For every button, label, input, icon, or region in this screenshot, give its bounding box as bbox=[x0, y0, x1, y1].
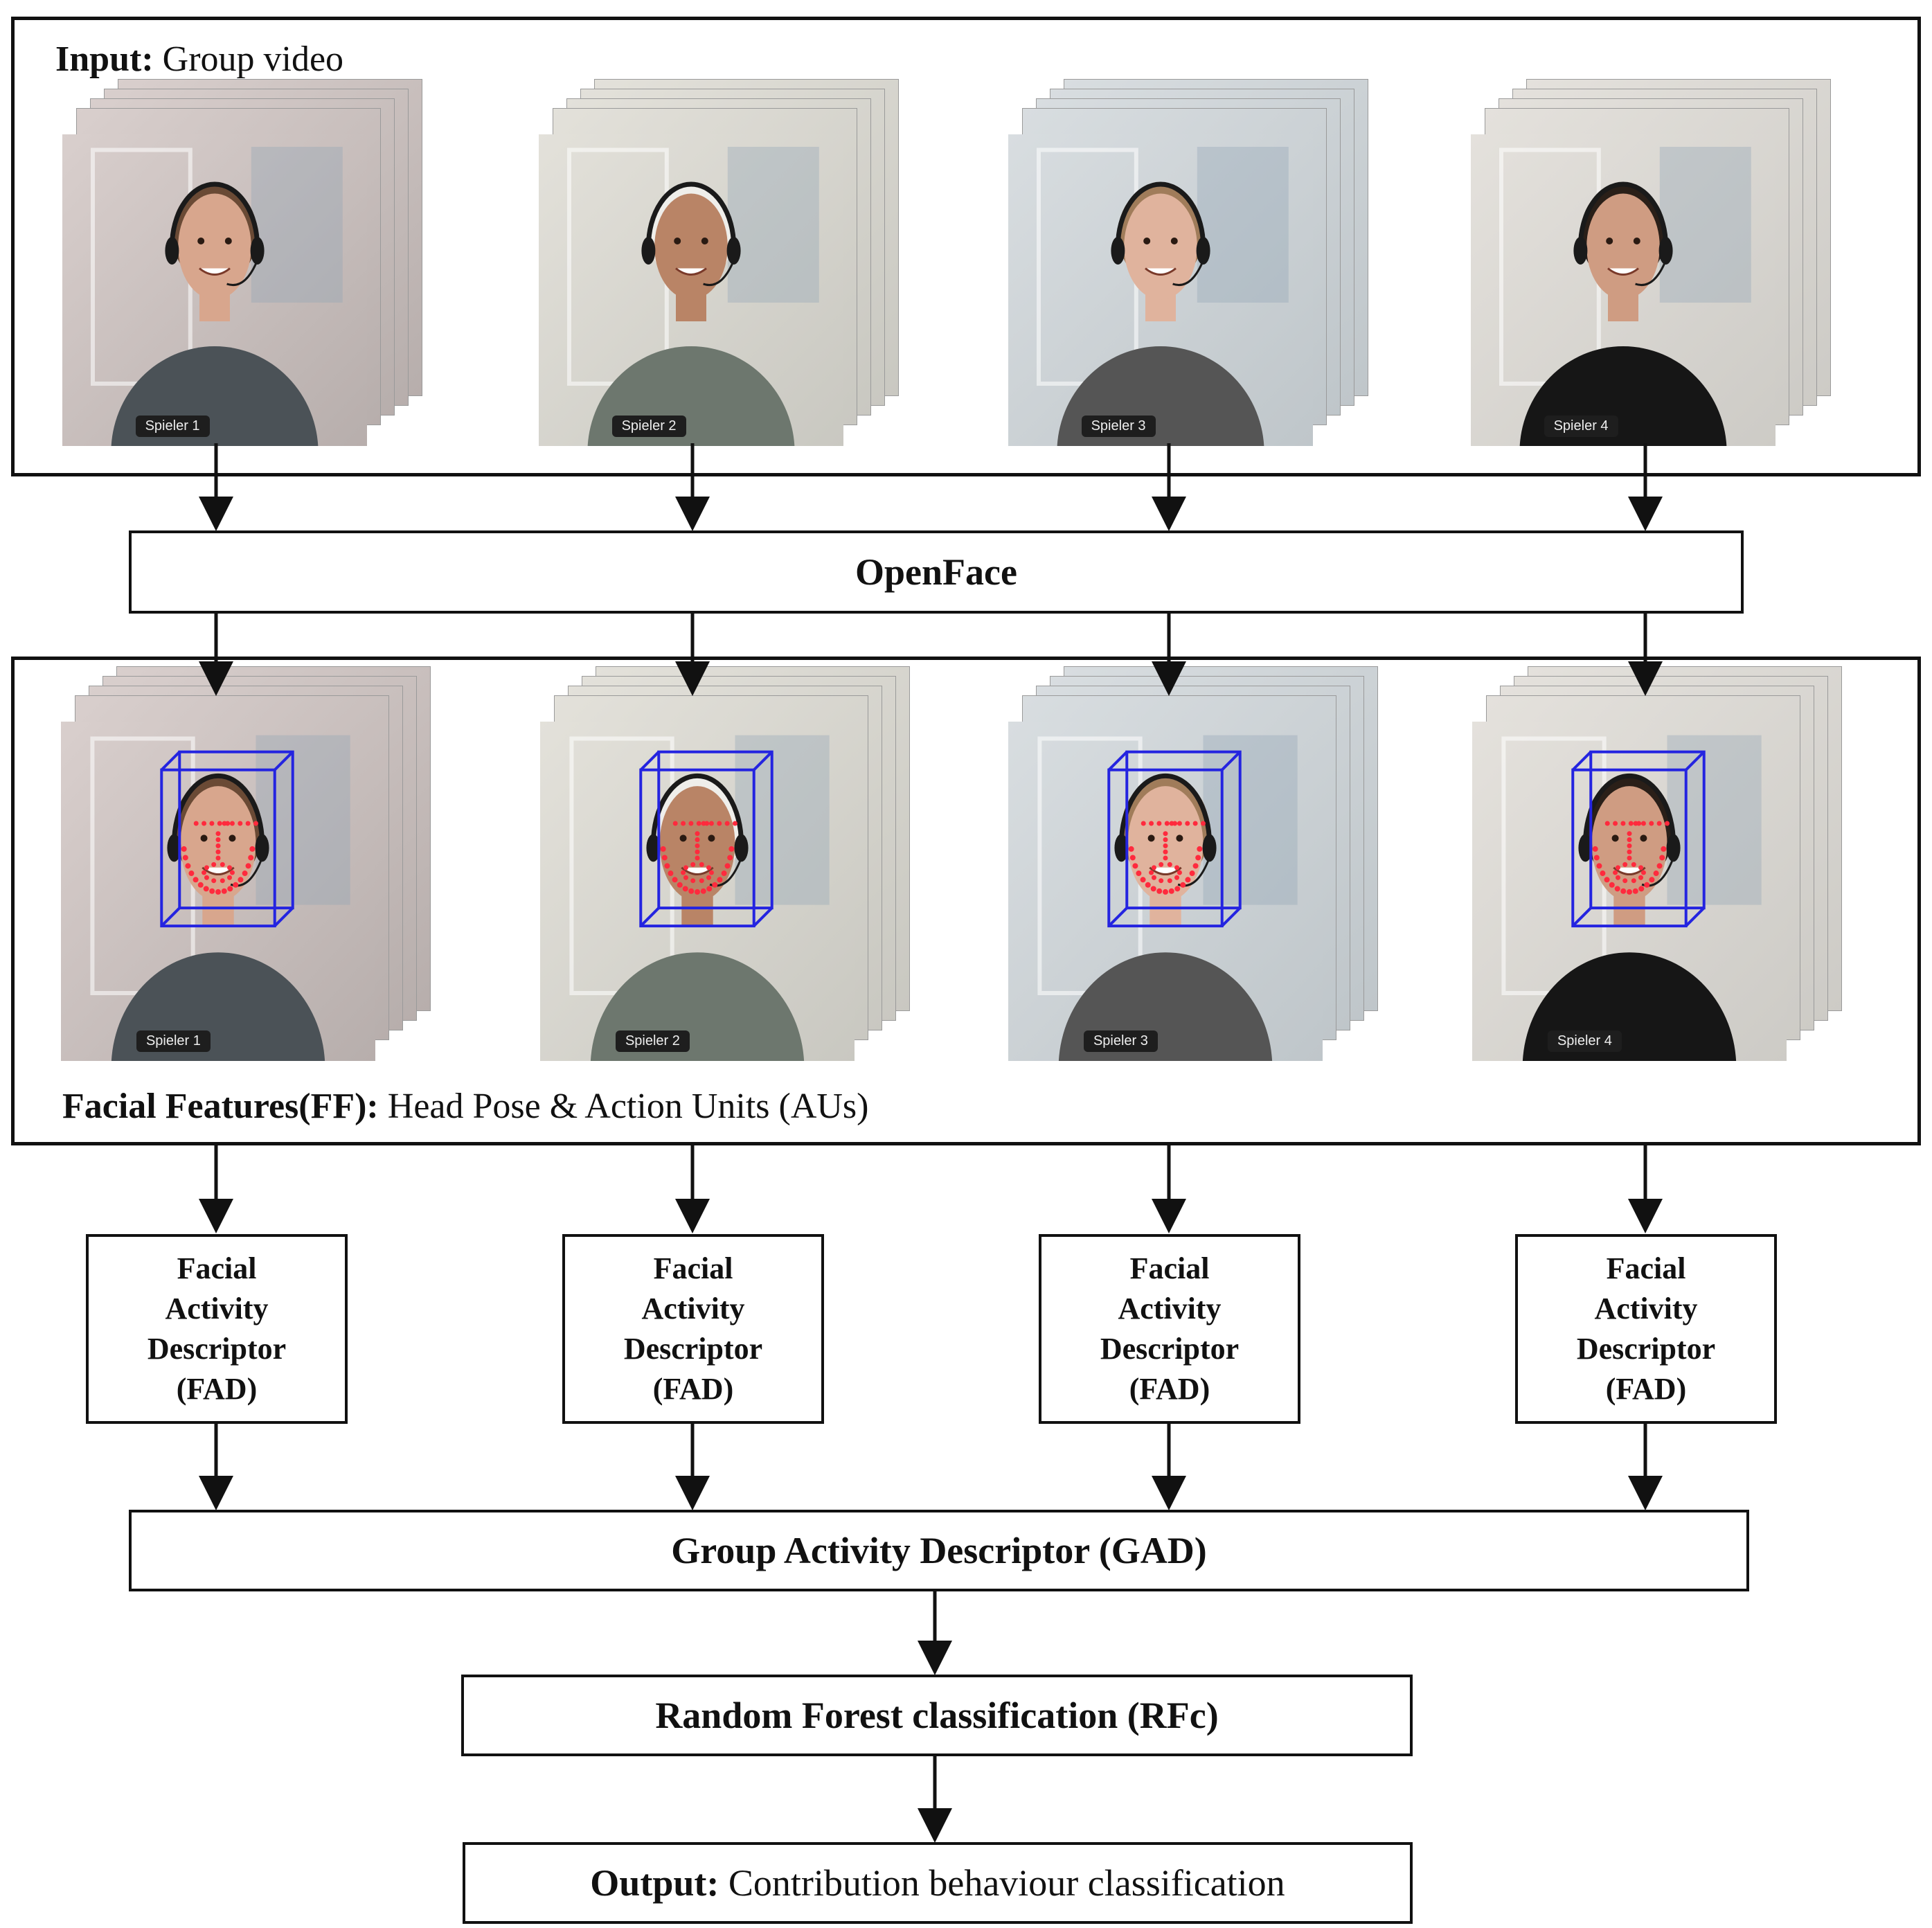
ff-frame-stack-3: Spieler 3 bbox=[1008, 666, 1378, 1061]
participant-illustration bbox=[540, 722, 855, 1061]
input-title: Input: Group video bbox=[55, 39, 344, 79]
facial-features-title: Facial Features(FF): Head Pose & Action … bbox=[62, 1087, 869, 1126]
video-frame: Spieler 4 bbox=[1471, 134, 1776, 446]
participant-label-badge: Spieler 2 bbox=[615, 1030, 690, 1052]
video-frame: Spieler 1 bbox=[62, 134, 367, 446]
head-pose-box bbox=[1107, 750, 1242, 928]
input-frame-stack-1: Spieler 1 bbox=[62, 79, 422, 446]
participant-label-badge: Spieler 1 bbox=[136, 1030, 211, 1052]
ff-frame-stack-1: Spieler 1 bbox=[61, 666, 431, 1061]
video-frame: Spieler 4 bbox=[1472, 722, 1787, 1061]
input-frame-stack-3: Spieler 3 bbox=[1008, 79, 1368, 446]
participant-label-badge: Spieler 4 bbox=[1547, 1030, 1622, 1052]
video-frame: Spieler 1 bbox=[61, 722, 375, 1061]
input-frame-stack-4: Spieler 4 bbox=[1471, 79, 1831, 446]
input-frame-stack-2: Spieler 2 bbox=[539, 79, 899, 446]
video-frame: Spieler 3 bbox=[1008, 134, 1313, 446]
participant-label-badge: Spieler 3 bbox=[1081, 416, 1156, 437]
openface-box: OpenFace bbox=[129, 530, 1744, 614]
participant-illustration bbox=[539, 134, 843, 446]
output-box: Output: Contribution behaviour classific… bbox=[463, 1842, 1413, 1924]
head-pose-box bbox=[1571, 750, 1706, 928]
ff-frame-stack-2: Spieler 2 bbox=[540, 666, 910, 1061]
video-frame: Spieler 2 bbox=[539, 134, 843, 446]
participant-label-badge: Spieler 1 bbox=[135, 416, 210, 437]
head-pose-box bbox=[160, 750, 294, 928]
participant-illustration bbox=[1008, 722, 1323, 1061]
rfc-box: Random Forest classification (RFc) bbox=[461, 1675, 1413, 1756]
facial-landmarks bbox=[660, 821, 737, 895]
participant-illustration bbox=[1471, 134, 1776, 446]
participant-label-badge: Spieler 4 bbox=[1544, 416, 1618, 437]
facial-landmarks bbox=[1592, 821, 1670, 895]
facial-landmarks bbox=[1128, 821, 1206, 895]
ff-frame-stack-4: Spieler 4 bbox=[1472, 666, 1842, 1061]
participant-illustration bbox=[62, 134, 367, 446]
participant-illustration bbox=[61, 722, 375, 1061]
video-frame: Spieler 3 bbox=[1008, 722, 1323, 1061]
facial-landmarks bbox=[181, 821, 258, 895]
participant-illustration bbox=[1008, 134, 1313, 446]
gad-box: Group Activity Descriptor (GAD) bbox=[129, 1510, 1749, 1591]
participant-label-badge: Spieler 3 bbox=[1083, 1030, 1158, 1052]
participant-illustration bbox=[1472, 722, 1787, 1061]
video-frame: Spieler 2 bbox=[540, 722, 855, 1061]
head-pose-box bbox=[639, 750, 773, 928]
participant-label-badge: Spieler 2 bbox=[611, 416, 686, 437]
